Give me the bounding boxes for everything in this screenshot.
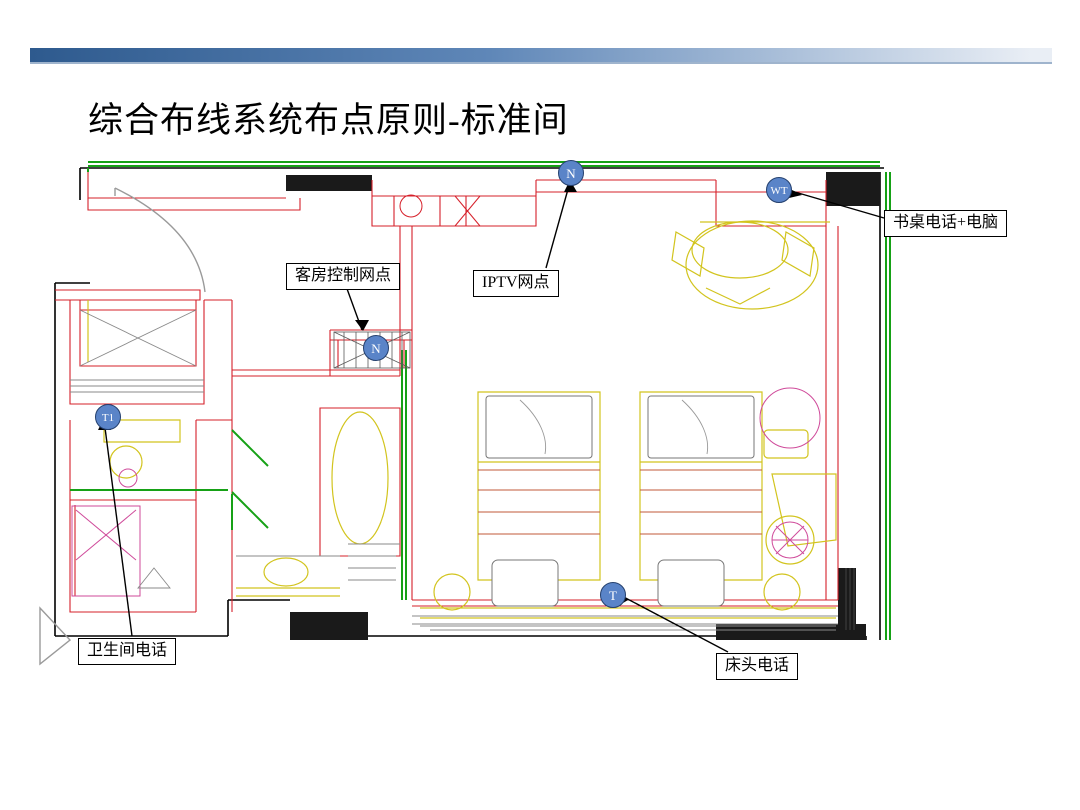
node-bathroom-phone-label: T1 — [101, 412, 115, 424]
node-desk[interactable]: WT — [766, 177, 792, 203]
callout-room-control: 客房控制网点 — [286, 263, 401, 291]
desk-leader — [787, 189, 885, 219]
bath-leader — [103, 419, 133, 637]
callout-bedside-phone-text: 床头电话 — [725, 657, 790, 674]
node-room-control[interactable]: N — [363, 335, 389, 361]
node-iptv-label: N — [566, 166, 576, 181]
node-bathroom-phone[interactable]: T1 — [95, 404, 121, 430]
slide-top-accent-bar — [30, 48, 1052, 62]
node-bedside-phone-label: T — [609, 588, 617, 603]
callout-desk-phone-pc-text: 书桌电话+电脑 — [893, 214, 999, 231]
callout-iptv: IPTV网点 — [473, 270, 559, 298]
iptv-leader — [545, 181, 571, 269]
callout-bathroom-phone: 卫生间电话 — [78, 638, 177, 666]
callout-bedside-phone: 床头电话 — [716, 653, 799, 681]
callout-bathroom-phone-text: 卫生间电话 — [87, 642, 168, 659]
node-bedside-phone[interactable]: T — [600, 582, 626, 608]
callout-desk-phone-pc: 书桌电话+电脑 — [884, 210, 1008, 238]
node-iptv[interactable]: N — [558, 160, 584, 186]
node-room-control-label: N — [371, 341, 381, 356]
bed-leader — [617, 593, 729, 653]
page-title: 综合布线系统布点原则-标准间 — [88, 101, 569, 140]
slide-top-accent-underline — [30, 62, 1052, 64]
node-desk-label: WT — [770, 185, 788, 197]
callout-iptv-text: IPTV网点 — [482, 274, 550, 291]
callout-room-control-text: 客房控制网点 — [295, 267, 392, 284]
